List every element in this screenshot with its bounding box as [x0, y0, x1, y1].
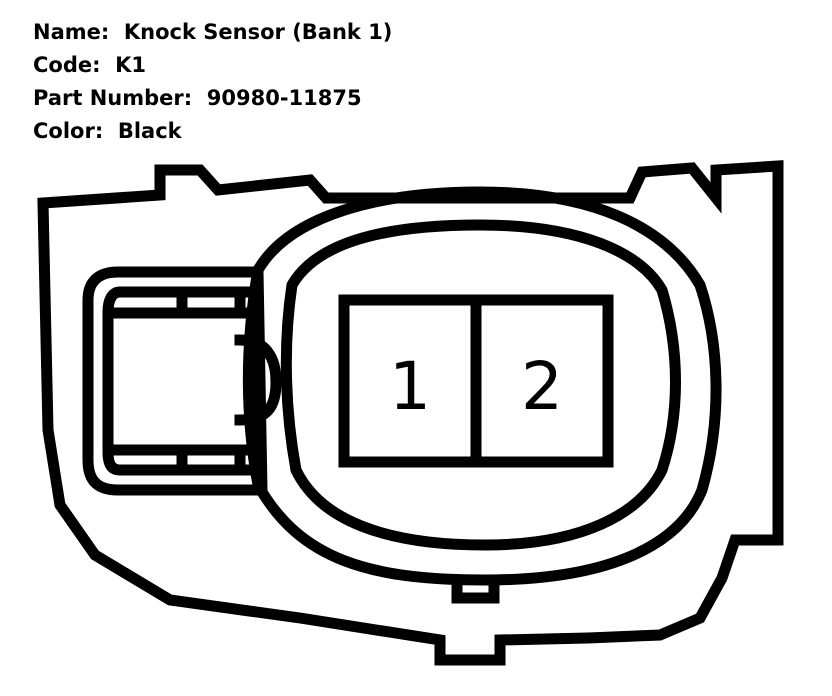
code-value: K1 — [115, 53, 147, 77]
name-value: Knock Sensor (Bank 1) — [123, 20, 393, 44]
code-label: Code: — [33, 53, 101, 77]
part-number-label: Part Number: — [33, 86, 193, 110]
part-number-row: Part Number: 90980-11875 — [33, 82, 392, 115]
color-label: Color: — [33, 119, 104, 143]
color-value: Black — [117, 119, 182, 143]
part-number-value: 90980-11875 — [206, 86, 362, 110]
name-row: Name: Knock Sensor (Bank 1) — [33, 16, 392, 49]
connector-housing-outline — [37, 160, 784, 666]
lock-inner-tab — [102, 286, 264, 476]
lock-outer-frame — [82, 266, 268, 496]
connector-info: Name: Knock Sensor (Bank 1) Code: K1 Par… — [33, 16, 392, 148]
keyway-notch — [451, 576, 500, 604]
mating-face-outer-ring — [242, 186, 722, 586]
pin-1-label: 1 — [389, 348, 431, 425]
mating-face-inner-ring — [280, 219, 681, 551]
lock-latch-bump — [234, 334, 282, 426]
code-row: Code: K1 — [33, 49, 392, 82]
name-label: Name: — [33, 20, 110, 44]
color-row: Color: Black — [33, 115, 392, 148]
pin-2-label: 2 — [521, 348, 563, 425]
